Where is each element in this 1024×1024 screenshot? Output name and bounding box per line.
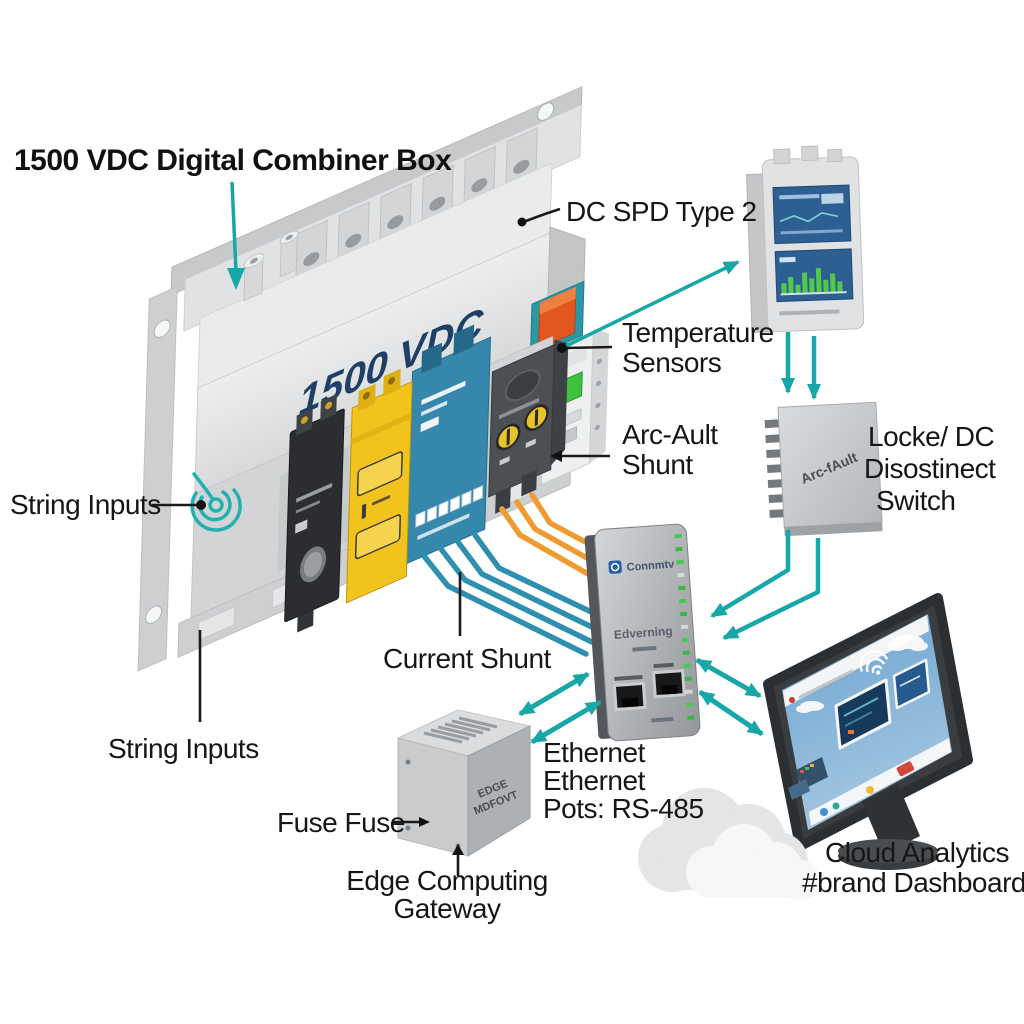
toolbar-icon [820,808,828,816]
spd-monitor-device [745,145,865,333]
toolbar-red-button [896,761,915,777]
label-cloud-1: Cloud Analytics [825,837,1009,868]
label-comms-2: Ethernet [543,765,646,796]
gateway-status-leds [674,533,695,720]
edge-computing-device: EDGE MDFOVT [396,709,532,857]
mounting-plate-left [137,285,178,672]
browser-bar [783,615,929,707]
mounting-hole [537,102,555,121]
screen-toolbar [809,738,951,826]
link-gateway-monitor [695,657,762,699]
spd-screen-bottom [774,248,854,303]
label-current-shunt: Current Shunt [383,643,552,674]
toolbar-icon [832,802,840,810]
monitor-stand [862,784,920,854]
label-disconnect-1: Locke/ DC [868,421,994,452]
link-box-to-spd [565,260,740,348]
diagram-title: 1500 VDC Digital Combiner Box [14,144,452,177]
label-dc-spd: DC SPD Type 2 [566,196,757,227]
monitor-base-top [838,839,938,863]
dc-disconnect-device: Arc-fAult [764,401,883,537]
label-arc-fault-1: Arc-Ault [622,419,718,450]
leader-arrowhead [550,450,562,462]
link-disconnect-to-gateway [722,538,821,641]
leader-arrowhead [419,817,430,827]
leader-arrowhead [452,844,464,855]
dashboard-monitor [763,593,973,870]
gland-cylinder [243,253,265,302]
label-comms-1: Ethernet [543,737,646,768]
label-string-inputs-left: String Inputs [10,489,161,520]
ethernet-port [612,674,647,711]
toolbar-icon [866,786,874,794]
screen-ships [788,757,828,800]
leader-dot [557,343,567,353]
label-comms-3: Pots: RS-485 [543,793,704,824]
label-fuse: Fuse Fuse [277,807,405,838]
label-arc-fault-2: Shunt [622,449,693,480]
mounting-hole [145,605,163,625]
reset-button [529,280,585,359]
combiner-box: 1500 VDC [137,86,610,672]
label-temperature-1: Temperature [622,317,774,348]
link-gateway-edge [518,671,590,717]
gateway-logo-icon [608,560,622,574]
leader-dot [517,217,527,227]
link-gateway-edge [530,699,602,745]
gateway-model: Edverning [614,624,674,642]
module-breaker-dark [488,339,569,514]
label-string-inputs-bottom: String Inputs [108,733,259,764]
dashboard-thumbnail-small [892,658,931,710]
link-gateway-monitor [698,689,764,737]
flange-slot [197,605,236,642]
module-black [284,393,345,633]
mounting-hole [153,319,171,339]
gateway-device: Connmtv Edverning [584,523,701,742]
wifi-icon [859,650,889,675]
label-cloud-2: #brand Dashboard [802,867,1024,898]
title-arrowhead [227,268,245,290]
label-temperature-2: Sensors [622,347,721,378]
cable-gland-blocks [295,127,538,281]
shunt-wires-blue [421,532,607,657]
dashboard-thumbnail-large [834,678,892,750]
module-blue [406,324,492,565]
leader-lines [152,207,613,876]
spd-screen-top [772,184,852,245]
leader-dc-spd [525,207,561,223]
label-disconnect-2: Disostinect [864,453,996,484]
title-arrow-line [230,181,238,273]
ethernet-port [651,662,686,699]
gateway-brand: Connmtv [626,558,675,573]
label-edge-2: Gateway [394,893,501,924]
link-disconnect-to-gateway [710,530,791,618]
label-edge-1: Edge Computing [346,865,548,896]
leader-dot [196,500,206,510]
vent-slots [423,716,498,744]
leader-temperature [565,345,613,350]
screen-clouds [796,635,928,713]
cloud-3d [638,788,820,900]
gland-cylinder [279,230,299,278]
label-disconnect-3: Switch [876,485,955,516]
browser-dot-icon [789,697,795,703]
module-yellow [345,368,413,604]
